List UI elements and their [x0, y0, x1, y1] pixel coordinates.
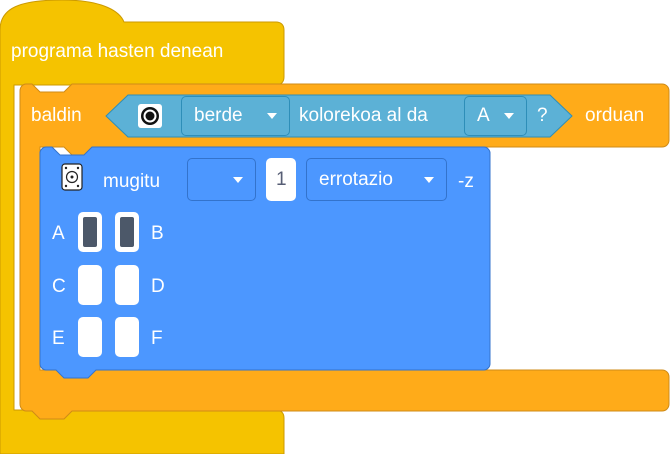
port-dropdown-value: A: [477, 105, 490, 126]
port-label-left: A: [52, 223, 65, 244]
motor-pair-icon: [61, 163, 83, 191]
direction-dropdown[interactable]: [187, 158, 256, 201]
port-toggle-a[interactable]: [78, 212, 102, 252]
amount-value: 1: [276, 168, 287, 190]
port-label-left: C: [52, 276, 66, 297]
amount-input[interactable]: 1: [266, 158, 296, 201]
color-sensor-icon: [138, 104, 162, 128]
port-toggle-b[interactable]: [115, 212, 139, 252]
port-label-right: F: [151, 328, 163, 349]
suffix-label: -z: [458, 171, 474, 192]
chevron-down-icon: [267, 113, 277, 119]
condition-text: kolorekoa al da: [299, 105, 428, 126]
move-label: mugitu: [103, 171, 161, 192]
chevron-down-icon: [424, 176, 434, 183]
port-label-left: E: [52, 328, 65, 349]
color-dropdown-value: berde: [194, 105, 243, 126]
port-toggle-f[interactable]: [115, 317, 139, 357]
question-mark: ?: [537, 105, 548, 126]
unit-dropdown-value: errotazio: [319, 168, 393, 190]
port-dropdown[interactable]: A: [464, 96, 527, 136]
port-toggle-d[interactable]: [115, 265, 139, 305]
unit-dropdown[interactable]: errotazio: [306, 158, 447, 201]
port-toggle-e[interactable]: [78, 317, 102, 357]
if-label: baldin: [31, 105, 82, 126]
chevron-down-icon: [504, 113, 514, 119]
color-dropdown[interactable]: berde: [181, 96, 290, 136]
move-block[interactable]: [39, 146, 491, 379]
port-label-right: B: [151, 223, 164, 244]
port-label-right: D: [151, 276, 165, 297]
then-label: orduan: [585, 105, 645, 126]
chevron-down-icon: [233, 176, 243, 183]
port-toggle-c[interactable]: [78, 265, 102, 305]
hat-label: programa hasten denean: [11, 41, 224, 62]
if-block[interactable]: [19, 83, 670, 420]
